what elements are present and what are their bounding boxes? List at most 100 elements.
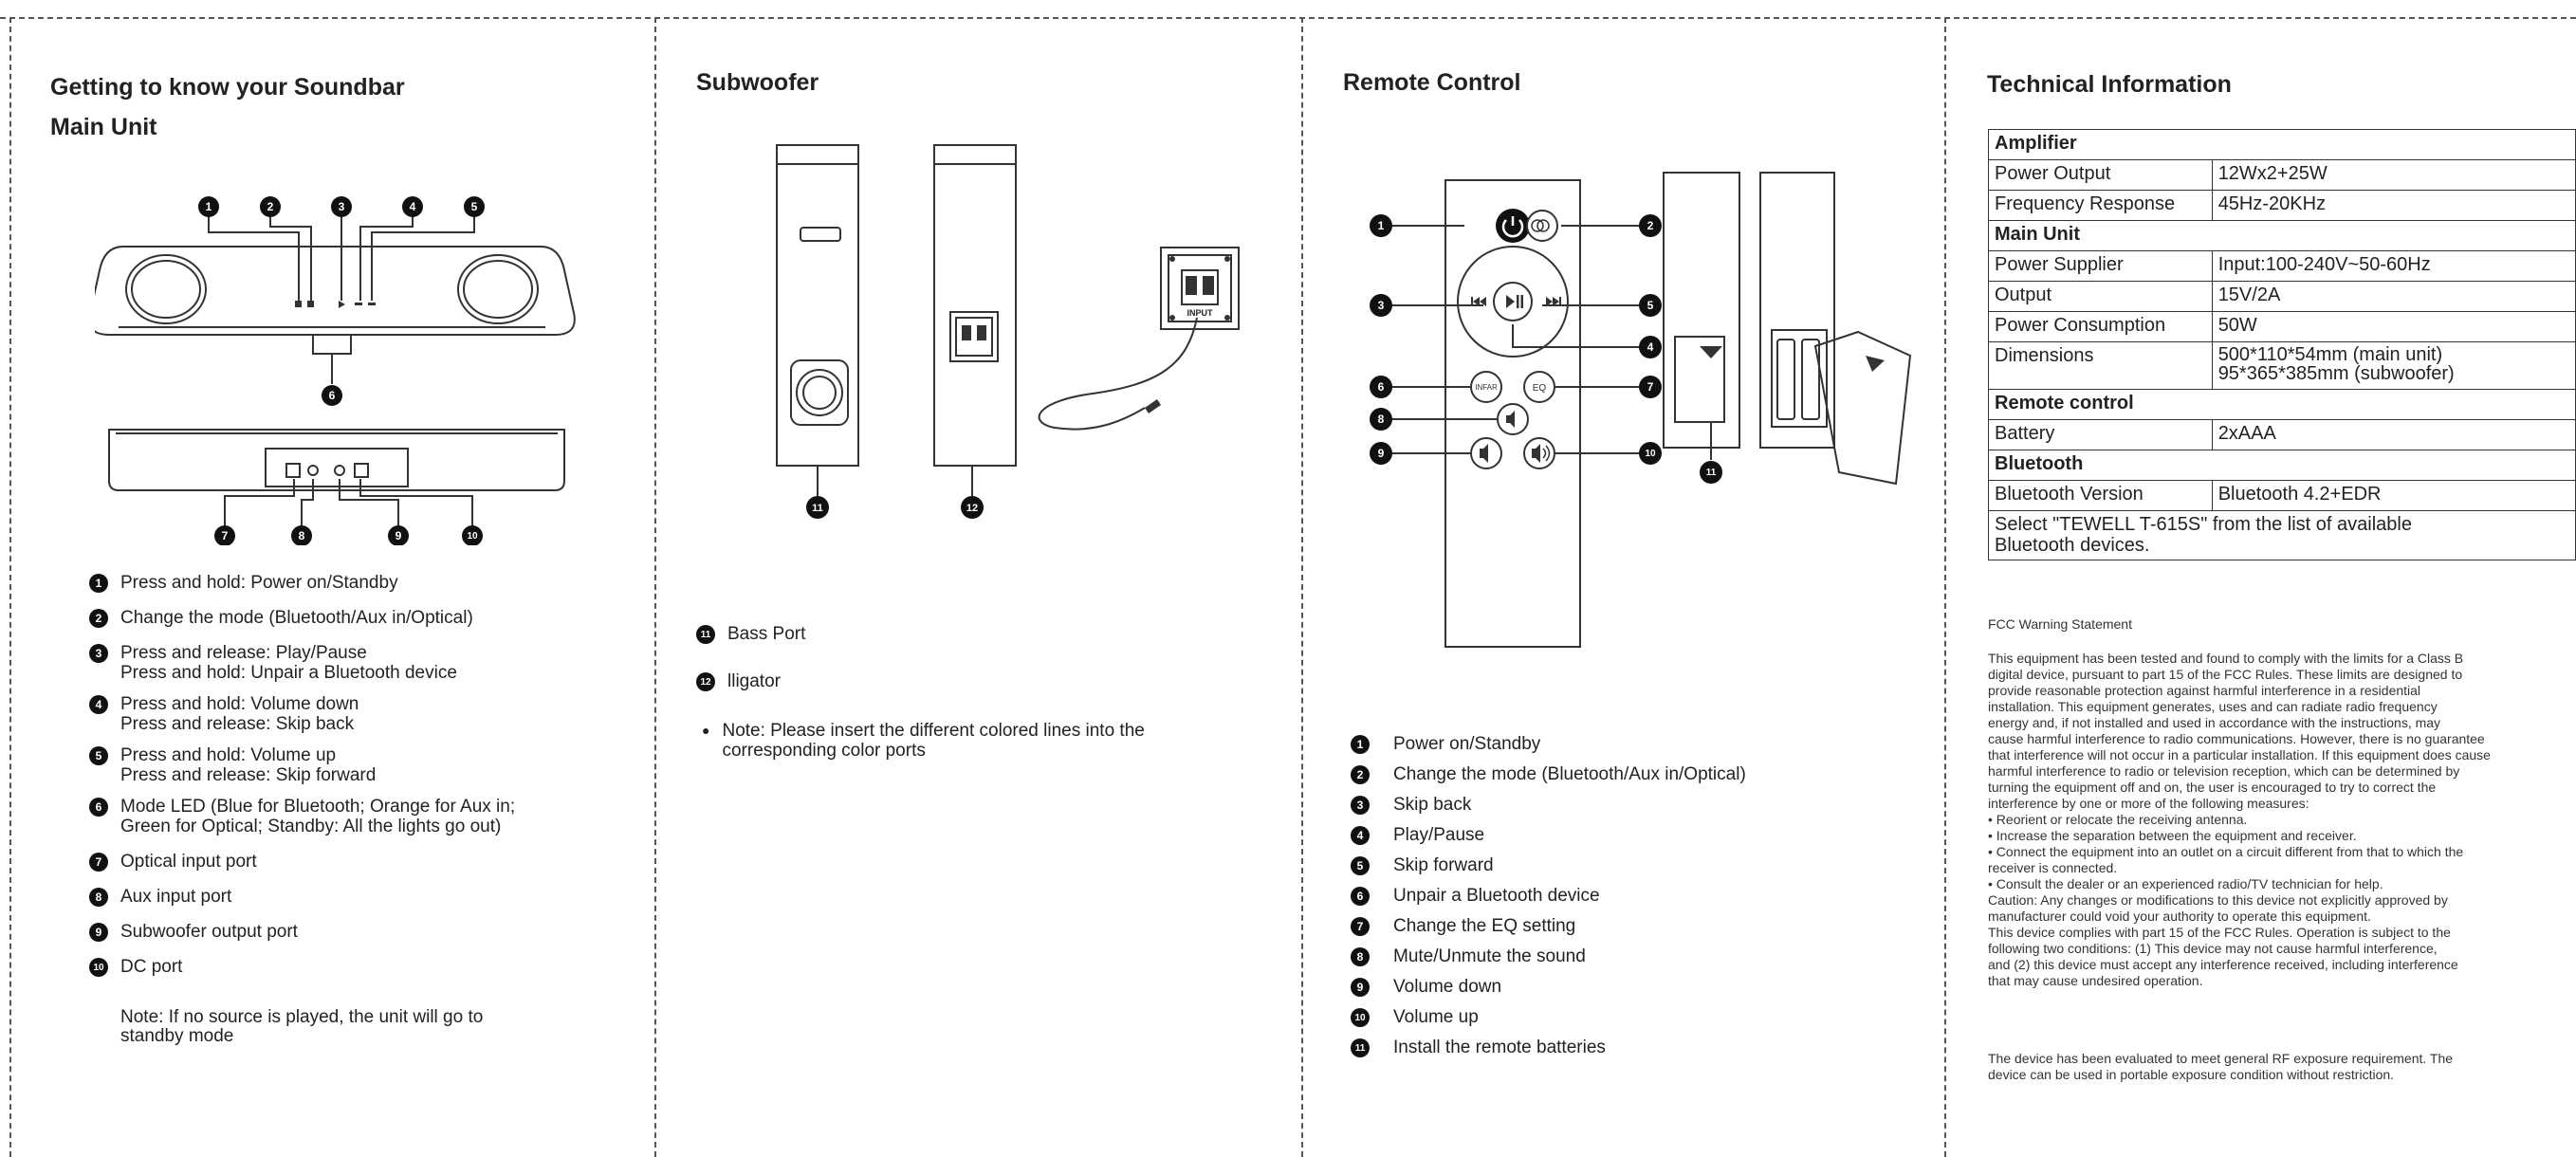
callout-6 [322, 385, 342, 406]
table-row: Main Unit [1988, 220, 2576, 251]
svg-text:7: 7 [222, 529, 229, 542]
table-row: Select "TEWELL T-615S" from the list of … [1988, 510, 2576, 560]
mode-button [1526, 210, 1558, 242]
svg-text:2: 2 [267, 200, 274, 213]
svg-text:9: 9 [396, 529, 402, 542]
rf-exposure-text: The device has been evaluated to meet ge… [1988, 1051, 2454, 1082]
infar-button [1470, 371, 1502, 403]
fcc-title: FCC Warning Statement [1988, 616, 2132, 632]
svg-text:10: 10 [1645, 449, 1656, 459]
table-row: Amplifier [1988, 129, 2576, 160]
fold-line-1 [654, 17, 656, 1157]
subwoofer-diagram: INPUT 11 12 [776, 144, 1240, 519]
svg-text:12: 12 [966, 503, 978, 514]
remote-diagram: INFAR EQ 1 2 3 5 4 6 7 8 9 10 11 [1370, 172, 1912, 648]
svg-text:8: 8 [1378, 413, 1385, 426]
fcc-body: This equipment has been tested and found… [1988, 651, 2491, 988]
svg-text:4: 4 [1647, 340, 1654, 354]
panel-main-unit: Getting to know your Soundbar Main Unit [9, 0, 654, 1157]
svg-text:5: 5 [471, 200, 478, 213]
svg-text:4: 4 [410, 200, 416, 213]
skip-back-icon [1471, 297, 1486, 306]
svg-text:EQ: EQ [1533, 383, 1547, 394]
panel-technical: Technical Information Amplifier Power Ou… [1946, 0, 2576, 1157]
panel3-title: Remote Control [1343, 69, 1521, 96]
svg-text:3: 3 [1378, 299, 1385, 312]
fold-line-3 [1944, 17, 1946, 1157]
callout-12 [961, 496, 984, 519]
callout-9 [388, 525, 409, 545]
panel-remote: Remote Control [1303, 0, 1944, 1157]
svg-text:8: 8 [299, 529, 305, 542]
svg-text:INFAR: INFAR [1475, 383, 1498, 392]
table-row: Bluetooth [1988, 450, 2576, 481]
bullet-icon: ● [702, 723, 710, 738]
svg-text:5: 5 [1647, 299, 1654, 312]
callout-8 [291, 525, 312, 545]
svg-text:1: 1 [1378, 219, 1385, 232]
svg-text:7: 7 [1647, 380, 1654, 394]
callout-11 [806, 496, 829, 519]
callout-10 [462, 525, 483, 545]
table-row: Remote control [1988, 389, 2576, 420]
top-dashed-border [0, 17, 2576, 19]
svg-text:INPUT: INPUT [1187, 308, 1214, 318]
fold-line-2 [1301, 17, 1303, 1157]
panel4-title: Technical Information [1987, 71, 2232, 98]
panel2-title: Subwoofer [696, 69, 819, 96]
svg-text:1: 1 [206, 200, 212, 213]
left-dashed-border [9, 17, 11, 1157]
standby-note: Note: If no source is played, the unit w… [120, 1007, 484, 1046]
svg-text:10: 10 [467, 531, 478, 542]
panel1-title: Getting to know your Soundbar [50, 74, 405, 101]
svg-text:11: 11 [1706, 468, 1717, 478]
callout-2 [260, 196, 281, 217]
svg-text:6: 6 [1378, 380, 1385, 394]
panel-subwoofer: Subwoofer [656, 0, 1301, 1157]
skip-forward-icon [1546, 297, 1561, 306]
callout-7 [214, 525, 235, 545]
panel1-subtitle: Main Unit [50, 114, 157, 140]
soundbar-diagram: 1 2 3 4 5 6 7 8 9 10 [95, 196, 576, 545]
callout-3 [331, 196, 352, 217]
svg-text:9: 9 [1378, 447, 1385, 460]
svg-text:3: 3 [339, 200, 345, 213]
svg-text:11: 11 [812, 503, 823, 514]
eq-button [1523, 371, 1555, 403]
color-note-text: Note: Please insert the different colore… [722, 721, 1145, 761]
callout-4 [402, 196, 423, 217]
